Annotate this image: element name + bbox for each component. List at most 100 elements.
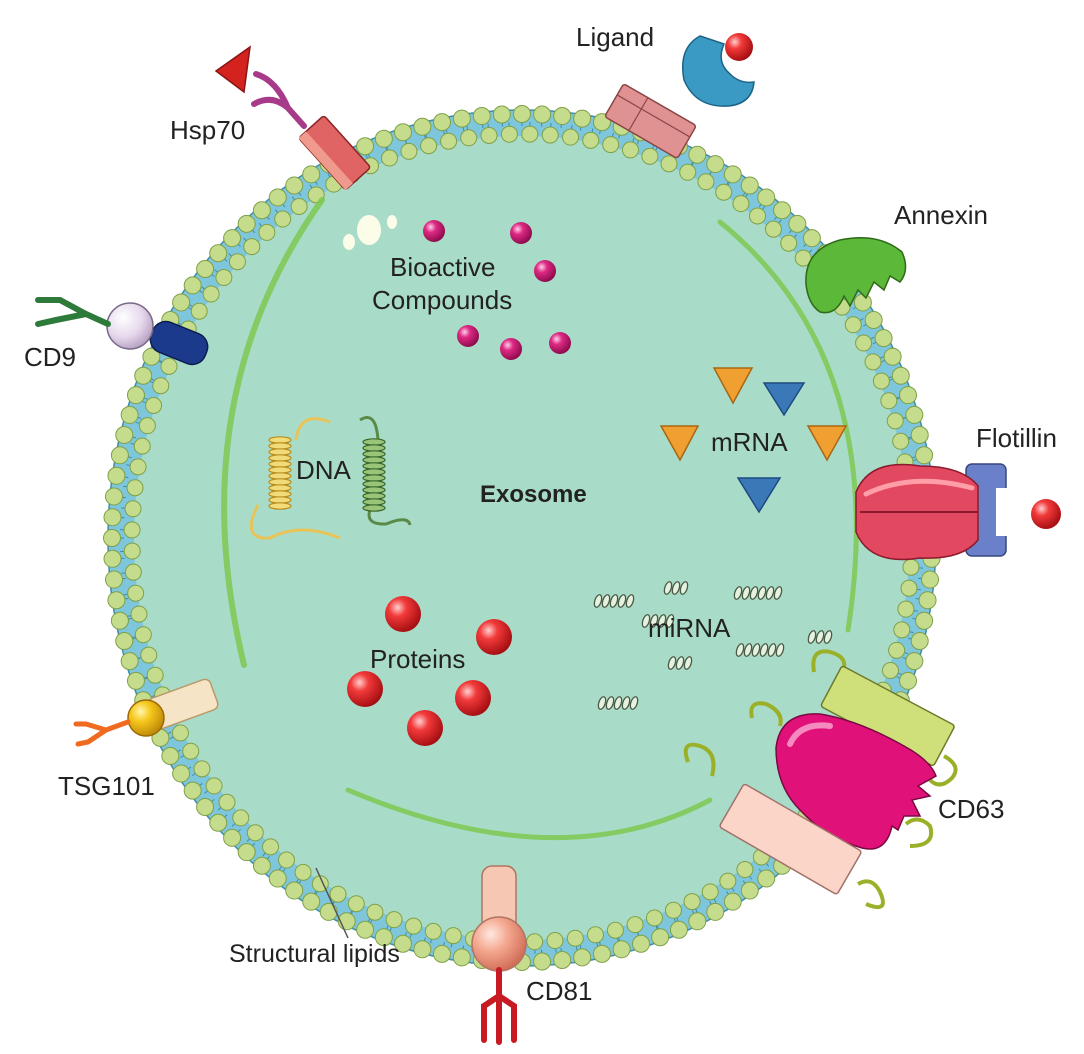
- lipid-head: [697, 173, 715, 191]
- label-compounds: Compounds: [372, 285, 512, 315]
- lipid-head: [915, 611, 934, 630]
- lipid-head: [347, 895, 365, 913]
- mirna-turn: [617, 594, 627, 608]
- lipid-head: [172, 293, 191, 312]
- lipid-head: [757, 869, 776, 888]
- lipid-head: [120, 405, 139, 424]
- lipid-head: [566, 929, 584, 947]
- lipid-head: [460, 129, 478, 147]
- lipid-head: [641, 147, 659, 165]
- mirna-turn: [767, 643, 777, 657]
- lipid-head: [381, 149, 399, 167]
- lipid-head: [553, 950, 572, 969]
- lipid-head: [701, 883, 719, 901]
- lipid-head: [124, 563, 142, 581]
- lipid-head: [393, 123, 412, 142]
- lipid-head: [103, 549, 122, 568]
- lipid-head: [602, 136, 620, 154]
- lipid-head: [130, 605, 148, 623]
- dna-coil-yellow: [268, 436, 292, 510]
- lipid-head: [202, 285, 220, 303]
- structural-lipids-pointer: [315, 867, 349, 939]
- mirna-turn: [759, 643, 769, 657]
- lipid-head: [140, 646, 158, 664]
- annexin-body: [805, 237, 907, 314]
- mirna-turn: [775, 643, 785, 657]
- label-structural-lipids: Structural lipids: [229, 940, 400, 968]
- lipid-head: [329, 885, 347, 903]
- lipid-head: [290, 197, 308, 215]
- lipid-head: [632, 934, 651, 953]
- lipid-head: [688, 145, 707, 164]
- lipid-head: [277, 851, 295, 869]
- ligand-receptor-body: [604, 84, 697, 159]
- lipid-head: [393, 934, 412, 953]
- lipid-head: [910, 632, 929, 651]
- mrna-triangle-blue: [736, 477, 782, 514]
- lipid-head: [844, 316, 862, 334]
- lipid-head: [182, 742, 200, 760]
- cd81-antenna: [481, 967, 517, 1045]
- lipid-head: [723, 892, 742, 911]
- label-exosome: Exosome: [480, 481, 587, 508]
- lipid-head: [740, 176, 759, 195]
- mirna-turn: [743, 643, 753, 657]
- lipid-head: [110, 611, 129, 630]
- lipid-head: [521, 125, 539, 143]
- protein-spheres: [347, 596, 512, 746]
- lipid-head: [891, 366, 910, 385]
- lipid-head: [573, 948, 592, 967]
- lipid-head: [881, 662, 899, 680]
- mirna-turn: [621, 696, 631, 710]
- lipid-head: [440, 132, 458, 150]
- lipid-head: [740, 881, 759, 900]
- lipid-head: [413, 940, 432, 959]
- lipid-head: [480, 126, 498, 144]
- protein-sphere: [385, 596, 421, 632]
- protein-sphere: [347, 671, 383, 707]
- lipid-head: [129, 458, 147, 476]
- lipid-head: [142, 347, 161, 366]
- bioactive-compounds: [343, 215, 571, 360]
- lipid-head: [586, 926, 604, 944]
- lipid-head: [193, 760, 211, 778]
- lipid-head: [160, 357, 178, 375]
- flotillin-barrel-hl: [863, 478, 975, 497]
- lipid-head: [773, 201, 792, 220]
- mirna-turn: [683, 656, 693, 670]
- mirna-turn: [625, 594, 635, 608]
- lipid-head: [123, 542, 141, 560]
- inner-highlight-left: [221, 197, 325, 668]
- lipid-head: [855, 334, 873, 352]
- lipid-head: [420, 137, 438, 155]
- lipid-head: [900, 579, 918, 597]
- lipid-head: [660, 155, 678, 173]
- lipid-head: [533, 952, 552, 971]
- lipid-head: [645, 909, 663, 927]
- lipid-head: [246, 824, 264, 842]
- lipid-head: [872, 372, 890, 390]
- lipid-head: [252, 201, 271, 220]
- lipid-head: [749, 207, 767, 225]
- label-proteins: Proteins: [370, 644, 465, 674]
- cd9-protein: [35, 297, 209, 366]
- lipid-head: [719, 872, 737, 890]
- mirna-turn: [605, 696, 615, 710]
- lipid-head: [573, 109, 592, 128]
- mirna-turn: [597, 696, 607, 710]
- lipid-head: [452, 109, 471, 128]
- annexin-protein: [805, 237, 907, 314]
- lipid-head: [715, 183, 733, 201]
- lipid-head: [145, 396, 163, 414]
- lipid-head: [223, 229, 242, 248]
- lipid-head: [124, 500, 142, 518]
- lipid-head: [115, 632, 134, 651]
- lipid-head: [918, 591, 937, 610]
- lipid-head: [452, 948, 471, 967]
- hsp70-antenna: [251, 71, 307, 129]
- lipid-head: [706, 902, 725, 921]
- label-mirna: miRNA: [648, 613, 731, 643]
- lipid-head: [366, 903, 384, 921]
- lipid-head: [688, 912, 707, 931]
